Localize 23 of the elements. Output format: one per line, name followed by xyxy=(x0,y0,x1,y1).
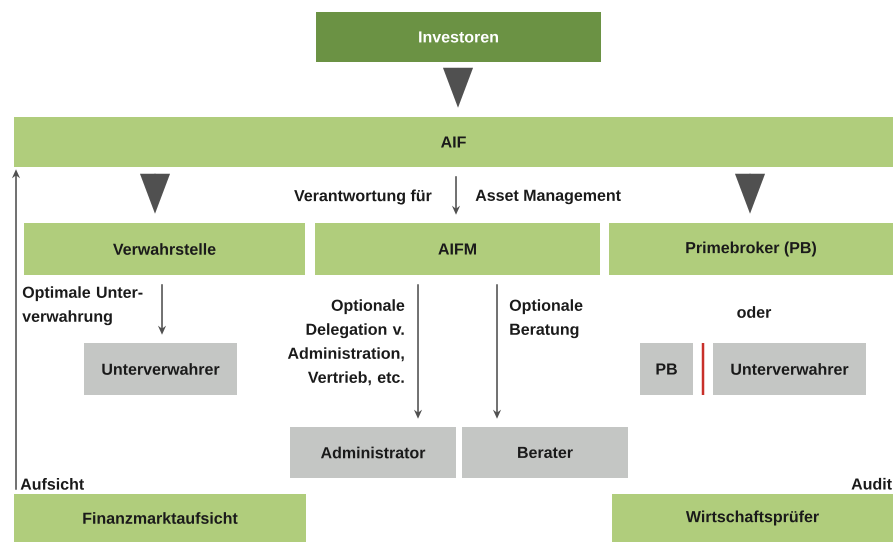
triangle-arrow xyxy=(735,172,765,214)
entity-box: Berater xyxy=(462,427,628,478)
entity-box: PB xyxy=(640,343,693,395)
header-box: Investoren xyxy=(316,12,601,62)
edge-label: Optionale Delegation v. Administration, Vertrieb, etc. xyxy=(288,299,404,386)
entity-box: Primebroker (PB) xyxy=(609,223,893,275)
text-label: Asset Management xyxy=(476,190,621,204)
entity-box: Administrator xyxy=(290,427,456,478)
triangle-arrow xyxy=(140,172,170,214)
entity-box: Unterverwahrer xyxy=(713,343,866,395)
triangle-arrow xyxy=(443,68,473,108)
text-label: Verantwortung für xyxy=(294,190,432,204)
entity-box: AIFM xyxy=(315,223,600,275)
text-label: oder xyxy=(737,306,772,318)
entity-box: Wirtschaftsprüfer xyxy=(612,494,893,542)
entity-box: Verwahrstelle xyxy=(24,223,305,275)
side-label: Audit xyxy=(852,478,892,490)
edge-label: Optimale Unter- verwahrung xyxy=(22,286,142,326)
edge-label: Aufsicht xyxy=(20,478,84,490)
band-box: AIF xyxy=(14,117,893,167)
entity-box: Unterverwahrer xyxy=(84,343,237,395)
entity-box: Finanzmarktaufsicht xyxy=(14,494,306,542)
edge-label: Optionale Beratung xyxy=(510,299,582,338)
